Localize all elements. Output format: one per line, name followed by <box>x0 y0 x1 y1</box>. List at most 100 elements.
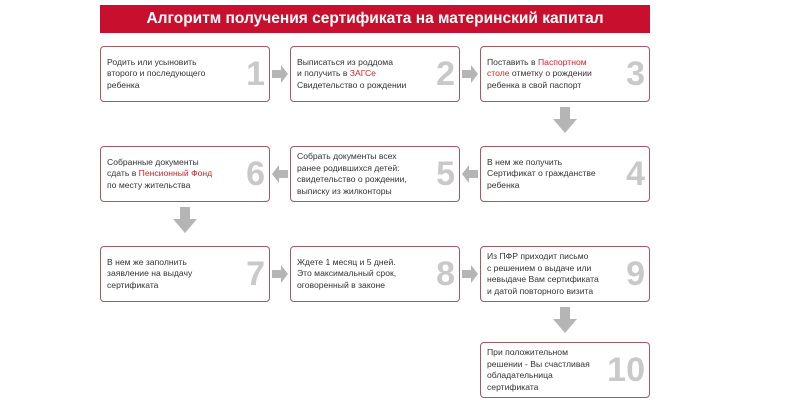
text-segment: Это максимальный срок, <box>297 268 397 279</box>
step-text-line: оговоренный в законе <box>297 280 413 292</box>
text-segment: Собранные документы <box>107 156 199 167</box>
step-text-line: сертификата <box>487 382 603 394</box>
arrow-down-icon <box>553 107 577 133</box>
step-text-line: второго и последующего <box>107 68 223 80</box>
arrow-shape <box>553 107 577 133</box>
text-segment: свидетельство о рождении, <box>297 174 407 184</box>
text-segment: Свидетельство о рождении <box>297 79 407 90</box>
text-segment: ребенка <box>487 179 520 190</box>
step-text-line: Собранные документы <box>107 157 223 169</box>
step-text: Ждете 1 месяц и 5 дней.Это максимальный … <box>297 257 413 292</box>
step-text-line: Собрать документы всех <box>297 151 413 163</box>
arrow-right-icon <box>272 65 288 83</box>
step-text-line: Ждете 1 месяц и 5 дней. <box>297 257 413 269</box>
step-text-line: по месту жительства <box>107 180 223 192</box>
text-segment: ранее родившихся детей: <box>297 162 400 173</box>
text-segment: по месту жительства <box>107 179 191 190</box>
text-segment: решении - Вы счастливая <box>487 358 590 369</box>
step-text-line: ребенка <box>107 80 223 92</box>
step-text-line: с решением о выдаче или <box>487 263 603 275</box>
step-text-line: заявление на выдачу <box>107 268 223 280</box>
step-text-line: невыдаче Вам сертификата <box>487 274 603 286</box>
step-text-line: Выписаться из роддома <box>297 57 413 69</box>
arrow-shape <box>462 265 478 283</box>
text-segment: Ждете 1 месяц и 5 дней. <box>297 256 396 267</box>
arrow-down-icon <box>173 207 197 233</box>
step-text-line: сдать в Пенсионный Фонд <box>107 168 223 180</box>
step-number: 3 <box>626 55 645 93</box>
text-segment: заявление на выдачу <box>107 268 193 279</box>
text-segment: ребенка <box>107 79 140 90</box>
step-number: 8 <box>436 255 455 293</box>
step-text-line: Из ПФР приходит письмо <box>487 251 603 263</box>
step-text-line: ребенка в свой паспорт <box>487 80 603 92</box>
text-segment: Из ПФР приходит письмо <box>487 251 589 261</box>
step-number: 2 <box>436 55 455 93</box>
step-text-line: В нем же получить <box>487 157 603 169</box>
page-title: Алгоритм получения сертификата на матери… <box>100 5 650 33</box>
step-text-line: Это максимальный срок, <box>297 268 413 280</box>
arrow-shape <box>553 307 577 333</box>
text-segment: Собрать документы всех <box>297 151 397 161</box>
step-text-line: ребенка <box>487 180 603 192</box>
text-segment: Выписаться из роддома <box>297 56 393 67</box>
step-text-line: В нем же заполнить <box>107 257 223 269</box>
arrow-shape <box>272 265 288 283</box>
text-segment: ребенка в свой паспорт <box>487 79 582 90</box>
highlighted-text: столе <box>487 68 510 79</box>
step-text-line: решении - Вы счастливая <box>487 359 603 371</box>
step-text-line: столе отметку о рождении <box>487 68 603 80</box>
step-box-8: Ждете 1 месяц и 5 дней.Это максимальный … <box>290 246 460 302</box>
arrow-right-icon <box>462 65 478 83</box>
text-segment: с решением о выдаче или <box>487 262 592 273</box>
arrow-shape <box>462 165 478 183</box>
highlighted-text: Пенсионный Фонд <box>138 168 213 179</box>
text-segment: Сертификат о гражданстве <box>487 168 596 179</box>
step-text-line: При положительном <box>487 347 603 359</box>
step-text-line: Родить или усыновить <box>107 57 223 69</box>
step-text-line: ранее родившихся детей: <box>297 163 413 175</box>
arrow-down-icon <box>553 307 577 333</box>
text-segment: сертификата <box>487 381 539 392</box>
step-number: 5 <box>436 155 455 193</box>
step-text-line: выписку из жилконторы <box>297 186 413 198</box>
arrow-shape <box>272 165 288 183</box>
highlighted-text: ЗАГСе <box>349 68 376 79</box>
arrow-left-icon <box>272 165 288 183</box>
highlighted-text: Паспортном <box>538 56 587 67</box>
arrow-right-icon <box>272 265 288 283</box>
text-segment: оговоренный в законе <box>297 279 386 290</box>
step-text-line: Сертификат о гражданстве <box>487 168 603 180</box>
arrow-shape <box>173 207 197 233</box>
text-segment: В нем же получить <box>487 156 563 167</box>
step-number: 10 <box>607 351 645 389</box>
step-text-line: и получить в ЗАГСе <box>297 68 413 80</box>
step-number: 7 <box>246 255 265 293</box>
text-segment: отметку о рождении <box>509 68 592 79</box>
text-segment: Поставить в <box>487 56 538 67</box>
text-segment: обладательница <box>487 370 553 380</box>
text-segment: При положительном <box>487 347 568 357</box>
text-segment: выписку из жилконторы <box>297 185 392 196</box>
arrow-left-icon <box>462 165 478 183</box>
text-segment: сертификата <box>107 279 159 290</box>
step-number: 6 <box>246 155 265 193</box>
text-segment: В нем же заполнить <box>107 256 187 267</box>
step-number: 4 <box>626 155 645 193</box>
step-number: 1 <box>246 55 265 93</box>
arrow-shape <box>272 65 288 83</box>
text-segment: Родить или усыновить <box>107 56 197 67</box>
step-text-line: Свидетельство о рождении <box>297 80 413 92</box>
